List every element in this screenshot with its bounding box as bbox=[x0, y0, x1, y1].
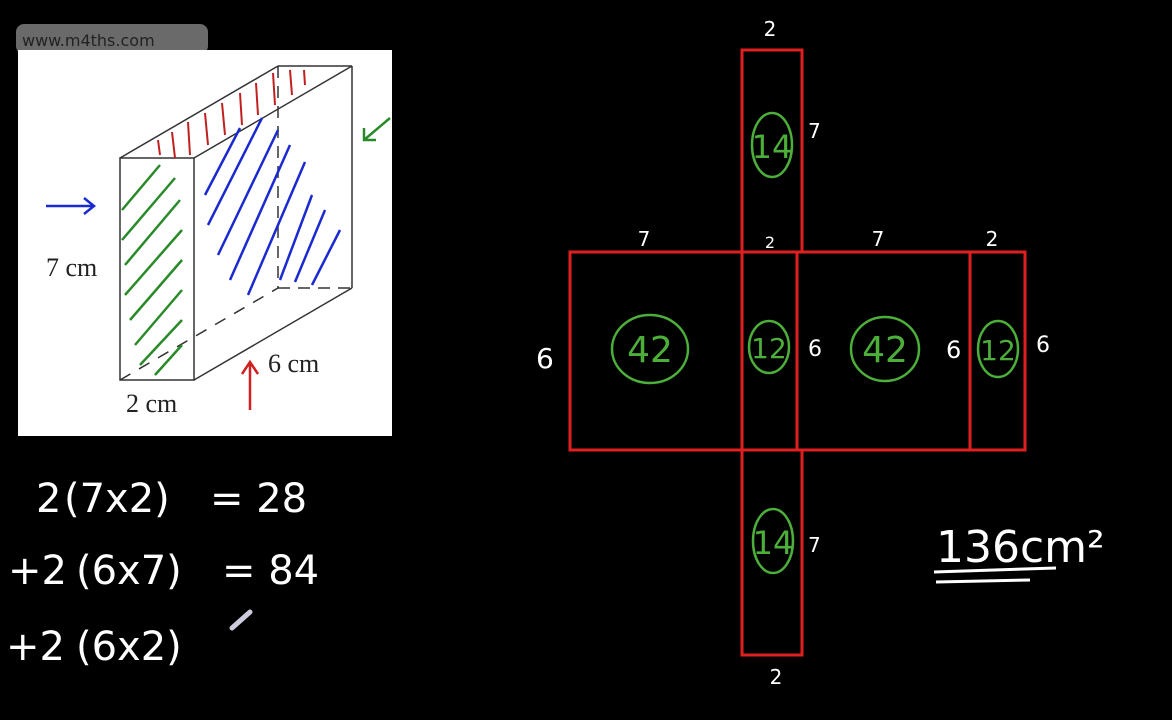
working-prefix: +2 bbox=[8, 548, 67, 594]
watermark: www.m4ths.com bbox=[22, 31, 155, 50]
bottom-strip-width: 2 bbox=[770, 665, 783, 689]
cuboid-outline bbox=[119, 65, 353, 381]
working-result: = 84 bbox=[222, 548, 319, 594]
area-circles bbox=[610, 111, 1020, 575]
face-1-side: 6 bbox=[536, 342, 554, 375]
face-2-side: 6 bbox=[808, 337, 822, 362]
top-strip-width: 2 bbox=[764, 17, 777, 41]
side-face-hatch bbox=[121, 164, 183, 376]
top-strip-height: 7 bbox=[808, 119, 821, 143]
underline bbox=[935, 578, 1031, 584]
face-3-top: 7 bbox=[872, 227, 885, 251]
total-answer: 136cm² bbox=[933, 522, 1105, 584]
working-expr: (6x2) bbox=[76, 624, 182, 670]
face-3-side: 6 bbox=[946, 336, 961, 364]
area-face-1: 42 bbox=[627, 330, 673, 371]
width-label: 2 cm bbox=[126, 389, 177, 418]
top-face-hatch bbox=[157, 69, 306, 159]
area-bottom: 14 bbox=[753, 524, 794, 562]
face-2-top: 2 bbox=[765, 233, 775, 252]
working-prefix: +2 bbox=[6, 624, 65, 670]
height-label: 7 cm bbox=[46, 253, 97, 282]
net-outline bbox=[568, 48, 1027, 657]
area-face-4: 12 bbox=[980, 334, 1016, 367]
front-face-hatch bbox=[203, 117, 342, 296]
working-expr: (7x2) bbox=[64, 476, 170, 522]
area-top: 14 bbox=[752, 128, 793, 166]
depth-label: 6 cm bbox=[268, 349, 319, 378]
pen-cursor bbox=[229, 609, 253, 631]
net-face-4 bbox=[968, 250, 1027, 452]
face-1-top: 7 bbox=[638, 227, 651, 251]
arrow-right-icon bbox=[46, 197, 97, 215]
arrow-up-icon bbox=[240, 359, 260, 410]
prism-picture: www.m4ths.com bbox=[16, 24, 392, 436]
working-expr: (6x7) bbox=[76, 548, 182, 594]
face-4-side: 6 bbox=[1036, 333, 1050, 358]
working: 2 (7x2) = 28 +2 (6x7) = 84 +2 (6x2) bbox=[6, 476, 319, 670]
net-diagram: 14 42 12 42 12 14 2 7 7 2 7 2 6 6 6 6 7 … bbox=[536, 17, 1050, 689]
total-area: 136cm² bbox=[936, 522, 1105, 573]
net-bottom-strip bbox=[740, 448, 804, 657]
bottom-strip-height: 7 bbox=[808, 533, 821, 557]
working-result: = 28 bbox=[210, 476, 307, 522]
watermark-tab bbox=[16, 24, 208, 54]
working-prefix: 2 bbox=[36, 476, 61, 522]
arrow-down-left-icon bbox=[362, 117, 391, 142]
area-face-3: 42 bbox=[862, 330, 908, 371]
underline bbox=[933, 566, 1057, 574]
face-4-top: 2 bbox=[986, 227, 999, 251]
area-face-2: 12 bbox=[751, 332, 787, 365]
